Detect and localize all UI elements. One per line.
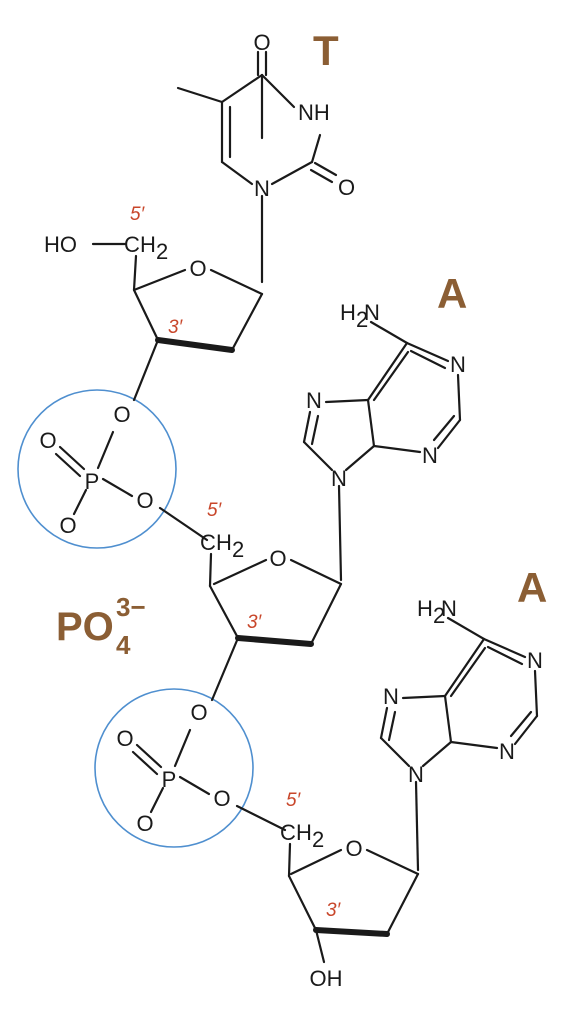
sugar3-prime-5: 5′	[286, 790, 302, 811]
sugar3-h-sub: 2	[312, 827, 324, 852]
adenine1-n9: N	[331, 466, 347, 491]
sugar3-h: H	[296, 820, 312, 845]
phosphate1-o-double: O	[39, 428, 56, 453]
phosphate1-o-bottom: O	[59, 513, 76, 538]
sugar1-ring-o: O	[189, 256, 206, 281]
sugar1-ho: HO	[44, 232, 77, 257]
sugar2-ring-o: O	[269, 546, 286, 571]
phosphate1-o-right: O	[136, 488, 153, 513]
adenine1-nh2-n: N	[364, 300, 380, 325]
sugar2-c: C	[200, 530, 216, 555]
thymine-n1: N	[254, 176, 270, 201]
base-label-a2: A	[517, 564, 547, 611]
phosphate1-o-top: O	[113, 402, 130, 427]
base-label-a1: A	[437, 270, 467, 317]
sugar2-h-sub: 2	[232, 537, 244, 562]
thymine-structure	[176, 50, 338, 284]
sugar3-ring-o: O	[345, 836, 362, 861]
phosphate-ion-superscript: 3−	[116, 592, 146, 622]
adenine1-n1: N	[450, 352, 466, 377]
sugar3-oh: OH	[310, 966, 343, 991]
sugar-2-structure	[208, 552, 343, 702]
sugar2-prime-3: 3′	[247, 612, 263, 633]
sugar1-prime-3: 3′	[168, 317, 184, 338]
sugar2-prime-5: 5′	[207, 500, 223, 521]
phosphate2-o-right: O	[213, 786, 230, 811]
sugar-1-structure	[91, 242, 264, 402]
base-label-t: T	[313, 27, 339, 74]
phosphate-circle-1	[17, 389, 177, 549]
sugar1-prime-5: 5′	[130, 204, 146, 225]
phosphate2-o-bottom: O	[136, 811, 153, 836]
thymine-o-top: O	[253, 30, 270, 55]
sugar3-prime-3: 3′	[326, 900, 342, 921]
adenine2-n7: N	[383, 684, 399, 709]
adenine2-n1: N	[527, 648, 543, 673]
adenine-1-structure	[302, 320, 462, 582]
adenine2-n9: N	[408, 762, 424, 787]
phosphate-2-structure	[131, 728, 287, 832]
adenine1-h: H	[340, 300, 356, 325]
adenine2-h-sub: 2	[433, 603, 445, 628]
sugar1-c: C	[124, 232, 140, 257]
phosphate1-p: P	[85, 469, 100, 494]
adenine1-n3: N	[422, 443, 438, 468]
phosphate2-o-double: O	[116, 726, 133, 751]
adenine-2-structure	[379, 616, 539, 872]
phosphate-ion-main: PO	[56, 605, 114, 649]
adenine1-n7: N	[306, 388, 322, 413]
phosphate-ion-subscript: 4	[116, 630, 131, 660]
phosphate-circle-2	[94, 688, 254, 848]
adenine2-h: H	[417, 596, 433, 621]
thymine-nh: NH	[298, 100, 330, 125]
sugar2-h: H	[216, 530, 232, 555]
phosphate-ion-label: PO 4 3−	[56, 592, 146, 660]
thymine-o-right: O	[338, 175, 355, 200]
sugar1-h: H	[140, 232, 156, 257]
phosphate-1-structure	[54, 430, 209, 542]
sugar-3-structure	[287, 842, 420, 964]
phosphate2-p: P	[162, 767, 177, 792]
adenine2-nh2-n: N	[441, 596, 457, 621]
sugar3-c: C	[280, 820, 296, 845]
adenine2-n3: N	[499, 739, 515, 764]
sugar1-h-sub: 2	[156, 239, 168, 264]
phosphate2-o-top: O	[190, 700, 207, 725]
adenine1-h-sub: 2	[356, 307, 368, 332]
